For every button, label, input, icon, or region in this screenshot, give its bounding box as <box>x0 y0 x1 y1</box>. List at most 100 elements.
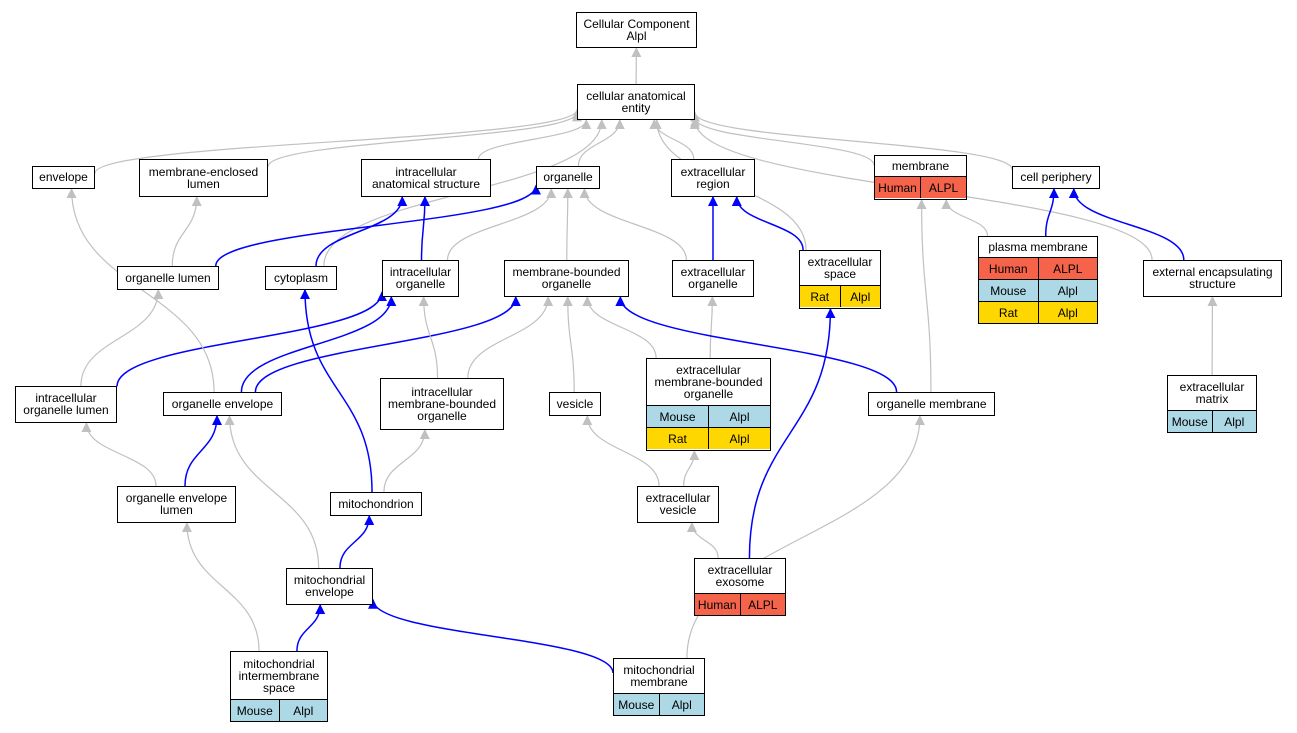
edge-intorg-to-organelle <box>446 188 557 261</box>
annotation-row: Mouse Alpl <box>979 279 1097 301</box>
node-label: mitochondrion <box>338 496 414 511</box>
node-label: extracellular organelle <box>680 265 746 291</box>
edge-iol-to-intorg <box>116 291 387 387</box>
gene-cell: ALPL <box>920 177 966 198</box>
edge-orglumen-to-mel <box>171 196 202 267</box>
node-envelope[interactable]: envelope <box>32 166 95 189</box>
node-mitochondrion[interactable]: mitochondrion <box>330 492 422 516</box>
node-vesicle[interactable]: vesicle <box>549 392 601 416</box>
edge-plasmamem-to-cellperiph <box>1044 188 1059 237</box>
gene-cell: ALPL <box>739 594 785 615</box>
node-intracellular-membrane-bounded-organelle[interactable]: intracellular membrane-bounded organelle <box>380 378 504 430</box>
node-extracellular-vesicle[interactable]: extracellular vesicle <box>637 486 719 523</box>
edge-intorg-to-ias <box>419 196 430 261</box>
node-label: plasma membrane <box>988 240 1088 254</box>
edge-mito-to-cytoplasm <box>299 289 373 493</box>
annotation-row: Rat Alpl <box>647 427 770 449</box>
edge-mims-to-oel <box>181 522 260 652</box>
node-intracellular-organelle-lumen[interactable]: intracellular organelle lumen <box>15 386 117 423</box>
node-label: envelope <box>39 170 88 184</box>
annotation-row: Human ALPL <box>979 257 1097 279</box>
node-organelle-envelope[interactable]: organelle envelope <box>163 392 282 416</box>
edge-exosome-to-ecvesicle <box>686 522 719 559</box>
node-membrane-bounded-organelle[interactable]: membrane-bounded organelle <box>504 260 629 297</box>
edge-cellperiph-to-cae <box>690 111 1013 170</box>
node-extracellular-region[interactable]: extracellular region <box>671 159 755 197</box>
edge-mims-to-mitoenv <box>296 604 326 652</box>
node-cellular-anatomical-entity[interactable]: cellular anatomical entity <box>577 84 695 120</box>
node-label: extracellular membrane-bounded organelle <box>654 363 763 401</box>
node-extracellular-space[interactable]: extracellular space Rat Alpl <box>799 250 881 309</box>
node-label: cellular anatomical entity <box>586 88 686 115</box>
node-label: extracellular space <box>807 255 873 281</box>
edge-ecspace-to-ecregion <box>731 196 804 251</box>
annotation-row: Rat Alpl <box>800 285 880 307</box>
annotation-row: Mouse Alpl <box>1168 410 1256 432</box>
edge-organelle-to-cae <box>577 119 625 167</box>
node-extracellular-matrix[interactable]: extracellular matrix Mouse Alpl <box>1167 375 1257 433</box>
edge-plasmamem-to-membrane <box>941 199 989 237</box>
node-membrane[interactable]: membrane Human ALPL <box>874 155 967 200</box>
node-mitochondrial-envelope[interactable]: mitochondrial envelope <box>286 568 373 605</box>
edge-mitoenv-to-mito <box>339 515 375 569</box>
node-label: organelle lumen <box>125 270 211 285</box>
edge-orgmem-to-mbo <box>615 296 898 393</box>
node-label: cell periphery <box>1020 170 1092 184</box>
annotation-row: Human ALPL <box>875 176 966 198</box>
node-organelle-lumen[interactable]: organelle lumen <box>117 266 219 290</box>
node-organelle[interactable]: organelle <box>536 166 600 189</box>
node-organelle-membrane[interactable]: organelle membrane <box>868 392 995 416</box>
edge-vesicle-to-mbo <box>562 296 575 393</box>
edge-ias-to-cae <box>477 119 592 160</box>
node-label: extracellular vesicle <box>645 491 711 517</box>
node-mitochondrial-intermembrane-space[interactable]: mitochondrial intermembrane space Mouse … <box>230 651 328 722</box>
node-intracellular-organelle[interactable]: intracellular organelle <box>382 260 459 297</box>
edge-mitoenv-to-orgenv <box>224 415 320 569</box>
node-label: mitochondrial envelope <box>293 573 366 599</box>
node-extracellular-exosome[interactable]: extracellular exosome Human ALPL <box>694 558 786 616</box>
edge-mitomem-to-mitoenv <box>368 598 614 674</box>
node-mitochondrial-membrane[interactable]: mitochondrial membrane Mouse Alpl <box>613 658 705 716</box>
node-label: organelle envelope lumen <box>125 491 228 517</box>
edge-mito-to-imbo <box>383 429 430 493</box>
node-extracellular-membrane-bounded-organelle[interactable]: extracellular membrane-bounded organelle… <box>646 358 771 451</box>
node-label: extracellular matrix <box>1179 380 1245 406</box>
node-extracellular-organelle[interactable]: extracellular organelle <box>672 260 754 297</box>
annotation-row: Mouse Alpl <box>614 693 704 715</box>
edge-oel-to-orgenv <box>184 415 222 487</box>
edge-orgenv-to-envelope <box>66 188 215 393</box>
species-cell: Mouse <box>1168 411 1212 432</box>
gene-cell: Alpl <box>1037 302 1097 323</box>
node-label: extracellular region <box>680 164 746 191</box>
node-label: organelle envelope <box>171 396 274 411</box>
species-cell: Mouse <box>647 406 708 427</box>
node-label: external encapsulating structure <box>1152 265 1273 291</box>
node-cell-periphery[interactable]: cell periphery <box>1012 166 1100 189</box>
node-label: membrane-bounded organelle <box>512 265 621 291</box>
node-intracellular-anatomical-structure[interactable]: intracellular anatomical structure <box>361 159 491 197</box>
gene-cell: ALPL <box>1037 258 1097 279</box>
annotation-row: Human ALPL <box>695 593 785 615</box>
edge-orgenv-to-mbo <box>254 296 521 393</box>
annotation-row: Mouse Alpl <box>231 699 327 721</box>
edge-orgmem-to-membrane <box>916 199 932 393</box>
species-cell: Mouse <box>614 694 659 715</box>
edge-mel-to-cae <box>267 111 582 167</box>
gene-cell: Alpl <box>278 700 327 721</box>
species-cell: Mouse <box>231 700 279 721</box>
node-cytoplasm[interactable]: cytoplasm <box>265 266 337 290</box>
node-membrane-enclosed-lumen[interactable]: membrane-enclosed lumen <box>139 159 268 197</box>
node-cellular-component-alpl[interactable]: Cellular Component Alpl <box>576 12 697 48</box>
species-cell: Rat <box>800 286 840 307</box>
node-plasma-membrane[interactable]: plasma membrane Human ALPL Mouse Alpl Ra… <box>978 236 1098 324</box>
node-label: intracellular organelle lumen <box>23 391 109 417</box>
species-cell: Human <box>875 177 920 198</box>
edge-imbo-to-mbo <box>467 296 554 379</box>
node-label: mitochondrial membrane <box>623 663 695 689</box>
node-organelle-envelope-lumen[interactable]: organelle envelope lumen <box>117 486 236 523</box>
edge-envelope-to-cae <box>94 108 582 174</box>
edge-mbo-to-organelle <box>562 188 573 261</box>
node-external-encapsulating-structure[interactable]: external encapsulating structure <box>1143 260 1282 297</box>
